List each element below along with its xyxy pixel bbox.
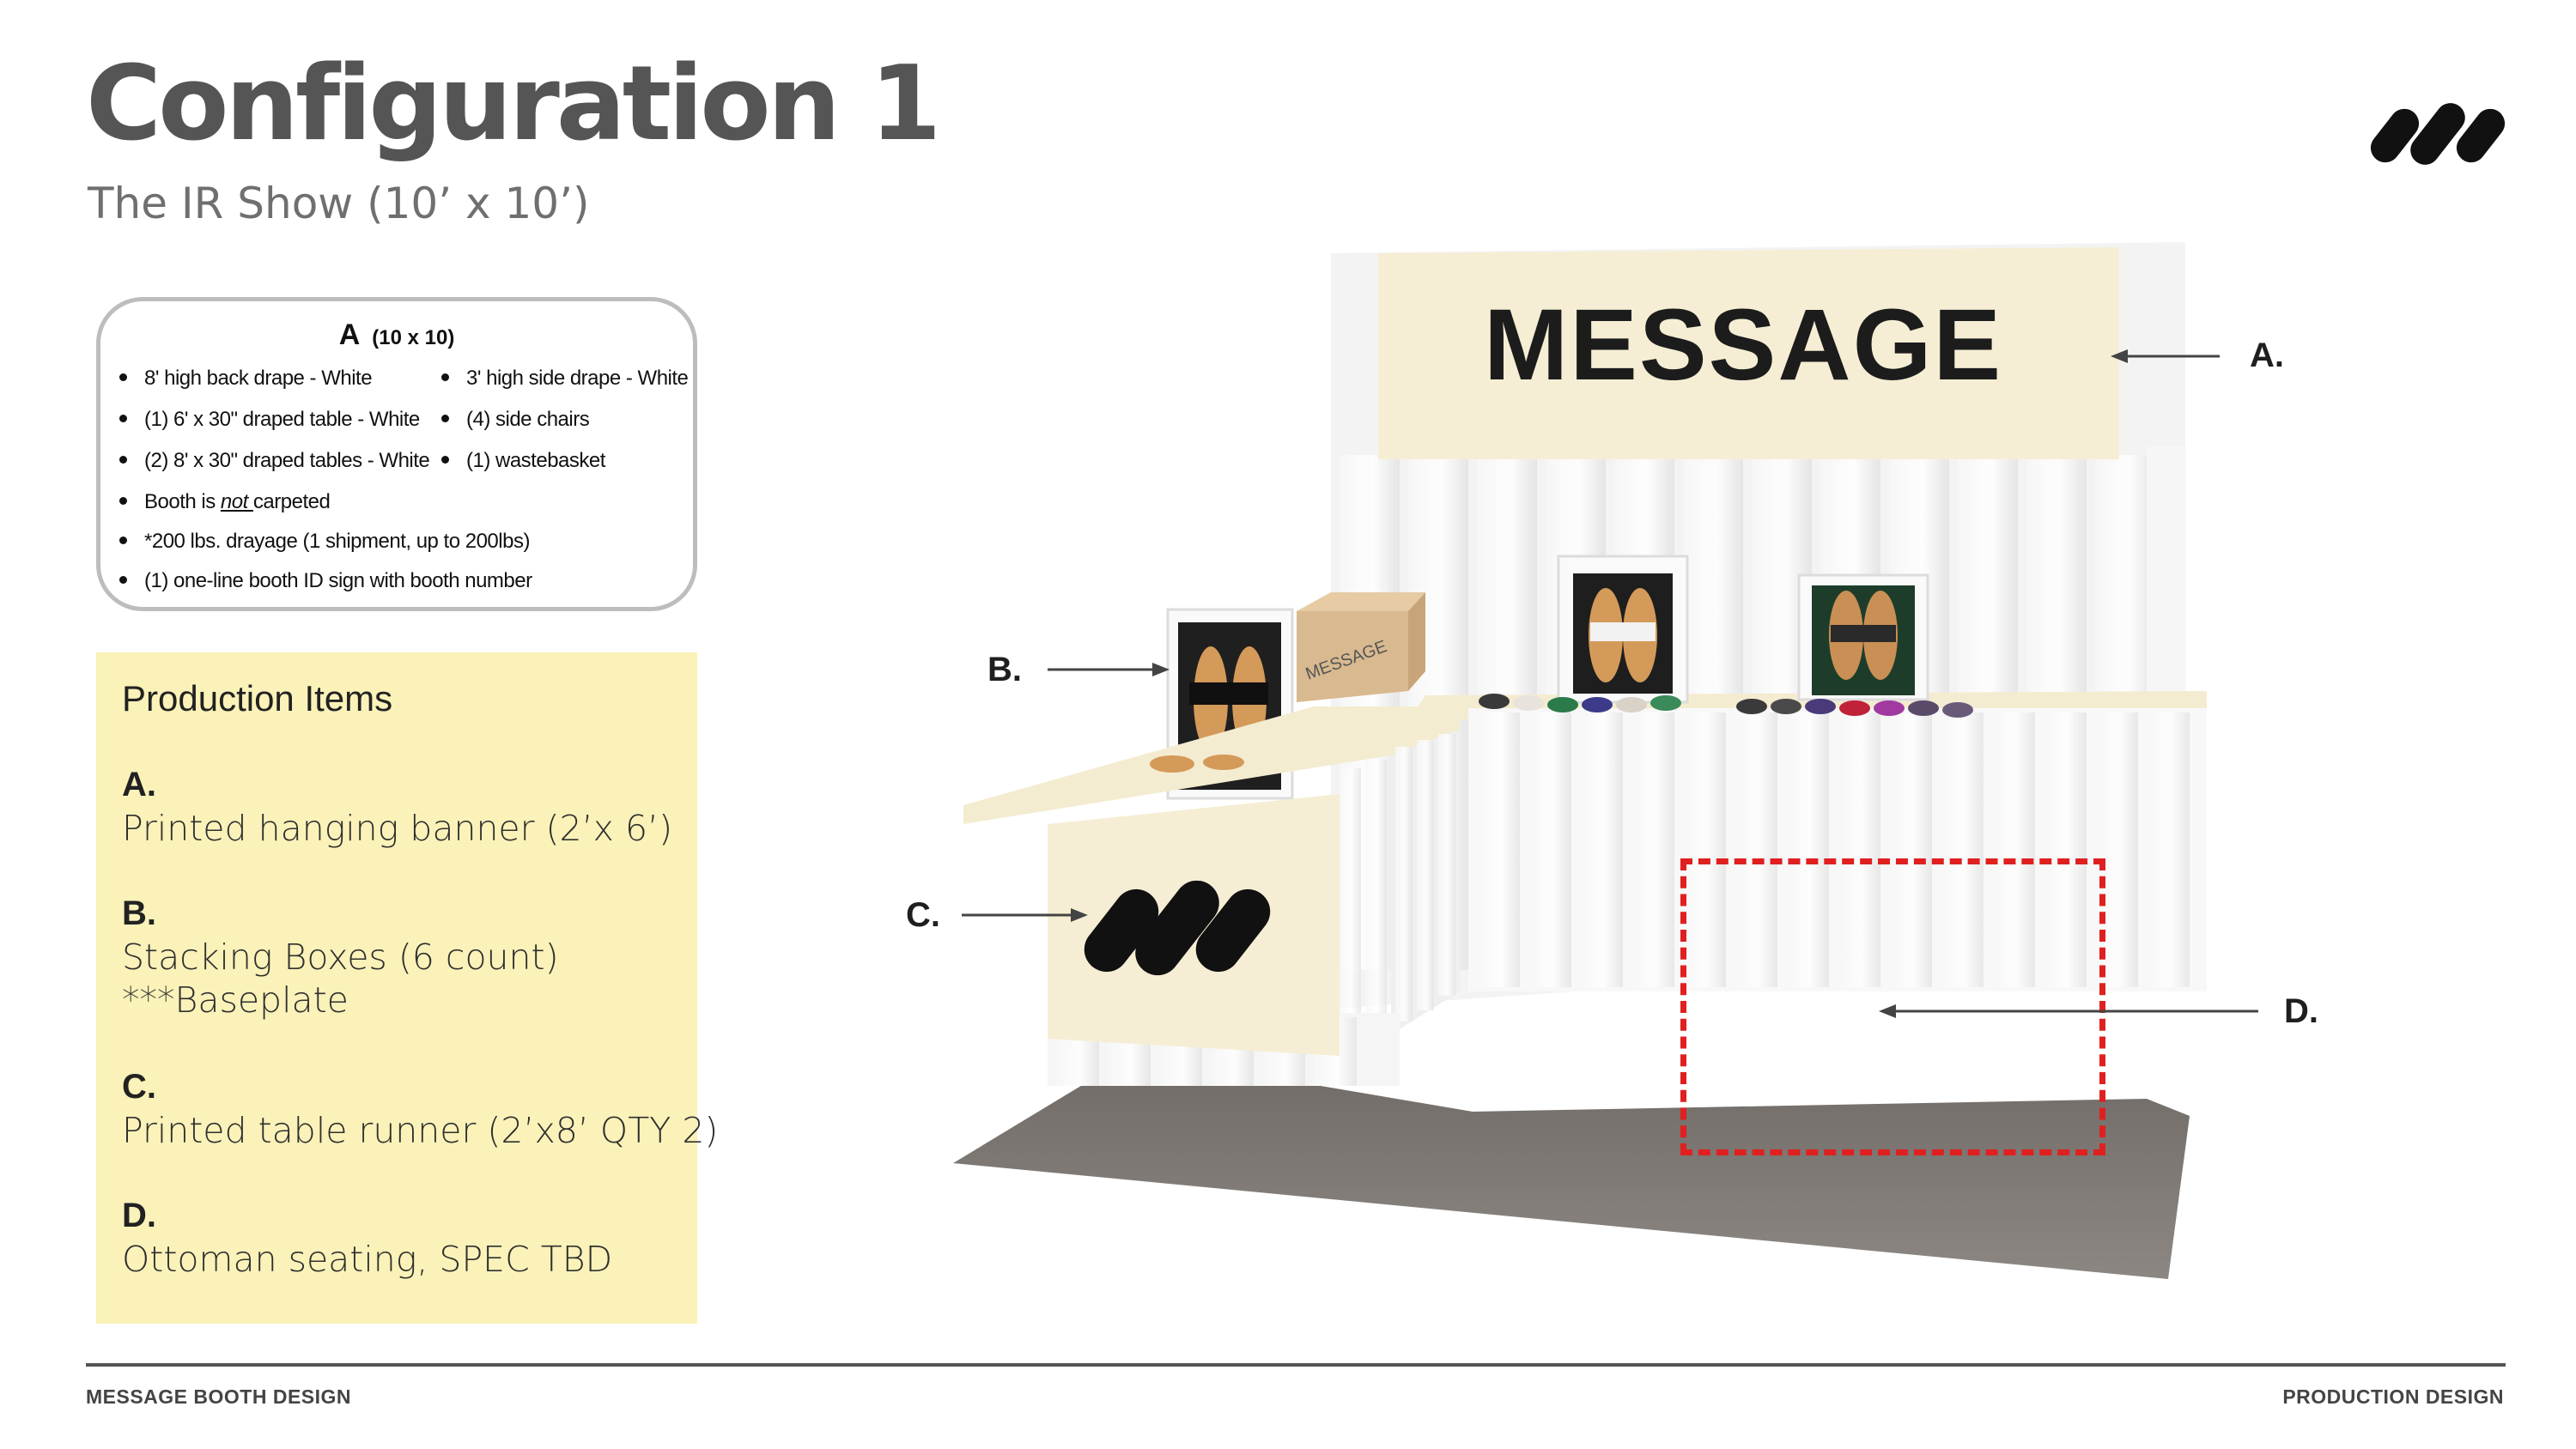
- back-table-pleats: [1477, 712, 2190, 987]
- package-item: (1) one-line booth ID sign with booth nu…: [119, 569, 532, 593]
- message-logo-icon: [2370, 103, 2506, 165]
- production-text: Printed table runner (2’x8’ QTY 2): [122, 1110, 719, 1151]
- footer-rule: [86, 1363, 2506, 1367]
- package-item: *200 lbs. drayage (1 shipment, up to 200…: [119, 530, 530, 554]
- carpet-suffix: carpeted: [252, 490, 331, 513]
- package-title: A (10 x 10): [100, 318, 693, 352]
- package-item: (1) wastebasket: [441, 449, 605, 473]
- production-text: Ottoman seating, SPEC TBD: [122, 1239, 613, 1280]
- footer-right: PRODUCTION DESIGN: [2282, 1385, 2504, 1408]
- production-heading: Production Items: [122, 678, 393, 718]
- production-label: D.: [122, 1197, 156, 1234]
- side-shoe: [1203, 755, 1244, 770]
- production-label: A.: [122, 766, 156, 803]
- callout-label-c: C.: [906, 896, 940, 934]
- side-shoe: [1150, 755, 1194, 773]
- page-title: Configuration 1: [86, 45, 941, 164]
- booth-rendering: MESSAGE: [953, 242, 2207, 1279]
- side-table-pleats: [1395, 734, 1455, 1022]
- footer-left: MESSAGE BOOTH DESIGN: [86, 1385, 352, 1408]
- ottoman-area-outline: [1680, 858, 2105, 1155]
- package-card: A (10 x 10) 8' high back drape - White (1…: [96, 297, 697, 611]
- callout-label-a: A.: [2250, 336, 2284, 374]
- production-label: B.: [122, 894, 156, 932]
- package-item: (1) 6' x 30" draped table - White: [119, 408, 420, 432]
- package-item: (2) 8' x 30" draped tables - White: [119, 449, 430, 473]
- callout-label-d: D.: [2284, 992, 2318, 1030]
- package-item-carpet: Booth is not carpeted: [119, 490, 331, 514]
- cardboard-box: [1297, 611, 1408, 702]
- hanging-banner: [1378, 247, 2119, 459]
- production-text: Stacking Boxes (6 count): [122, 937, 559, 978]
- package-item: 8' high back drape - White: [119, 367, 373, 391]
- production-label: C.: [122, 1068, 156, 1106]
- carpet-emphasis: not: [220, 490, 253, 513]
- banner-text: MESSAGE: [1484, 288, 2002, 402]
- package-item: (4) side chairs: [441, 408, 590, 432]
- carpet-prefix: Booth is: [144, 490, 221, 513]
- production-text: Printed hanging banner (2’x 6’): [122, 808, 673, 849]
- package-size: (10 x 10): [372, 326, 455, 349]
- callout-label-b: B.: [987, 651, 1022, 688]
- page-subtitle: The IR Show (10’ x 10’): [88, 179, 590, 228]
- package-item: 3' high side drape - White: [441, 367, 689, 391]
- runner-logo-icon: [1084, 880, 1271, 976]
- production-items-panel: Production Items A. Printed hanging bann…: [96, 652, 718, 1324]
- booth-floor: [953, 1054, 2190, 1279]
- side-table-pleats-2: [1340, 760, 1387, 1034]
- shoes-row: [1479, 694, 1973, 718]
- production-text: ***Baseplate: [122, 979, 349, 1021]
- package-letter: A: [338, 318, 361, 351]
